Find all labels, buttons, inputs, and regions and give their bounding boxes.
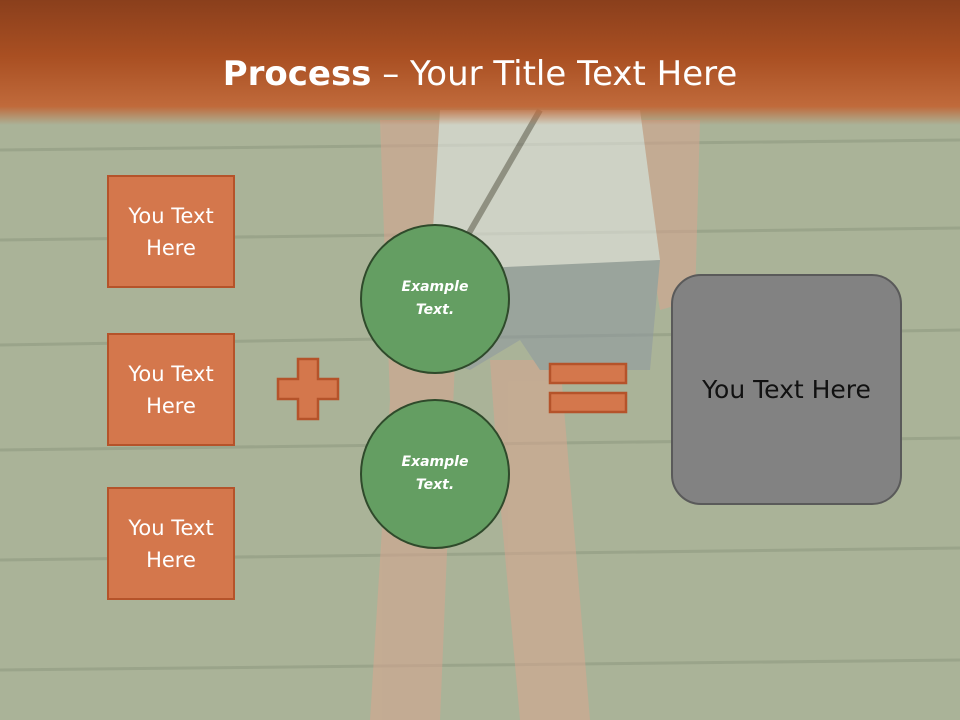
input-box-2-label: You Text Here — [128, 361, 214, 418]
input-box-3[interactable]: You Text Here — [107, 487, 235, 600]
slide-title[interactable]: Process – Your Title Text Here — [0, 50, 960, 98]
example-circle-2-label: Example Text. — [401, 454, 469, 493]
result-box[interactable]: You Text Here — [671, 274, 902, 505]
input-box-1[interactable]: You Text Here — [107, 175, 235, 288]
input-box-1-label: You Text Here — [128, 203, 214, 260]
example-circle-1-label: Example Text. — [401, 279, 469, 318]
example-circle-2[interactable]: Example Text. — [360, 399, 510, 549]
plus-sign-icon — [276, 357, 340, 421]
example-circle-1[interactable]: Example Text. — [360, 224, 510, 374]
title-rest: – Your Title Text Here — [371, 54, 738, 94]
input-box-3-label: You Text Here — [128, 515, 214, 572]
header-band — [0, 0, 960, 125]
result-box-label: You Text Here — [702, 374, 871, 404]
title-bold: Process — [222, 54, 372, 94]
equals-sign-icon — [548, 362, 628, 414]
input-box-2[interactable]: You Text Here — [107, 333, 235, 446]
